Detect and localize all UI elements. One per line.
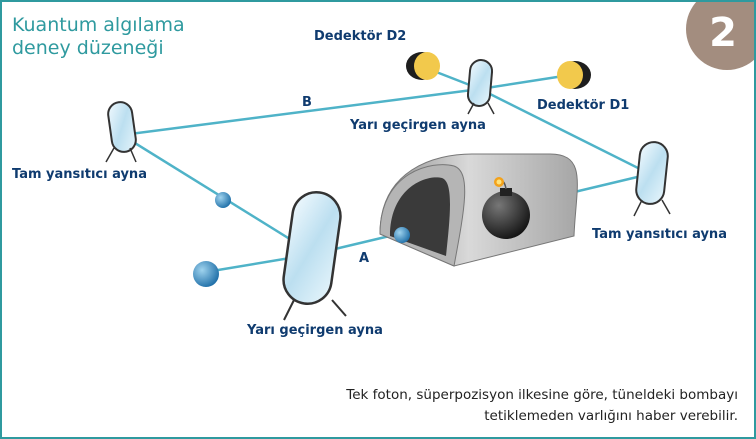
- mirror-icon-half-bottom: [282, 191, 347, 321]
- caption-line2: tetiklemeden varlığını haber verebilir.: [484, 408, 738, 424]
- beam-to-d1: [479, 73, 571, 91]
- detector-icon-d2: [406, 52, 440, 80]
- tunnel-icon: [379, 153, 578, 267]
- full-mirror-left-label: Tam yansıtıcı ayna: [12, 167, 147, 182]
- caption-line1: Tek foton, süperpozisyon ilkesine göre, …: [346, 387, 738, 403]
- mirror-icon-full-right: [633, 141, 671, 217]
- figure-title: Kuantum algılama deney düzeneği: [12, 14, 185, 60]
- detector-d2-label: Dedektör D2: [314, 29, 406, 44]
- half-mirror-bottom-label: Yarı geçirgen ayna: [246, 323, 383, 338]
- bomb-icon: [482, 177, 530, 239]
- figure-caption: Tek foton, süperpozisyon ilkesine göre, …: [178, 385, 738, 427]
- detector-icon-d1: [557, 61, 591, 89]
- mirror-icon-half-top: [466, 59, 495, 115]
- detector-d1-label: Dedektör D1: [537, 98, 629, 113]
- figure-title-line1: Kuantum algılama: [12, 14, 185, 36]
- mirror-icon-full-left: [105, 101, 137, 163]
- photon-icon: [394, 227, 410, 243]
- photon-icon: [215, 192, 231, 208]
- path-b-label: B: [302, 95, 312, 110]
- figure-title-line2: deney düzeneği: [12, 37, 164, 59]
- full-mirror-right-label: Tam yansıtıcı ayna: [592, 227, 727, 242]
- beam-path-b-top: [121, 87, 481, 137]
- figure-number: 2: [709, 10, 737, 56]
- beam-paths: [121, 66, 651, 274]
- half-mirror-top-label: Yarı geçirgen ayna: [349, 118, 486, 133]
- path-a-label: A: [359, 251, 369, 266]
- beam-path-a-up: [479, 87, 651, 176]
- photon-icon: [193, 261, 219, 287]
